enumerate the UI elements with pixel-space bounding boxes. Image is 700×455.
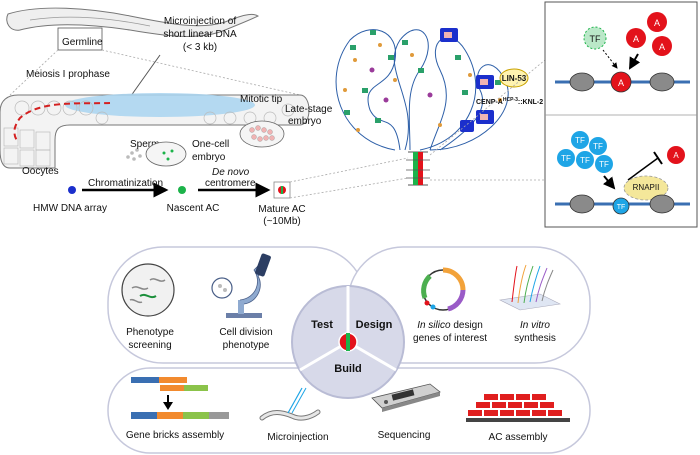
inset-panel-bottom: TF TF TF TF TF A RNAPII TF	[555, 131, 690, 215]
worm-illustration: Germline	[6, 7, 259, 51]
test-label: Test	[311, 319, 333, 331]
microinjection-icon	[259, 387, 321, 421]
oocytes-label: Oocytes	[22, 166, 59, 177]
tf-label-green: TF	[590, 34, 601, 44]
chromatin-loops	[335, 29, 509, 151]
tf-label-1: TF	[575, 136, 585, 145]
synthesis-label: synthesis	[514, 333, 556, 344]
injection-needle	[127, 54, 161, 101]
injected-dna-cloud	[65, 93, 255, 117]
tf-label-2: TF	[593, 142, 603, 151]
late-stage-embryo	[239, 120, 285, 148]
a-label-2: A	[633, 34, 639, 44]
one-cell-label-1: One-cell	[192, 139, 229, 150]
one-cell-embryo	[145, 141, 187, 167]
design-label: Design	[356, 319, 393, 331]
phenotype-plate-icon	[121, 263, 175, 317]
tf-label-5: TF	[599, 160, 609, 169]
microinjection-label-1: Microinjection of	[164, 16, 236, 27]
meiosis-label: Meiosis I prophase	[26, 69, 110, 80]
one-cell-label-2: embryo	[192, 152, 226, 163]
chromosome-spindle	[406, 151, 430, 186]
oligo-synthesis-icon	[499, 264, 561, 311]
gonad-illustration: Mitotic tip	[0, 93, 310, 169]
genes-of-interest-label: genes of interest	[413, 333, 487, 344]
tf-label-3: TF	[561, 154, 571, 163]
gene-bricks-label: Gene bricks assembly	[126, 430, 224, 441]
mitotic-tip-label: Mitotic tip	[240, 94, 283, 105]
phenotype-label-2: screening	[128, 340, 171, 351]
in-silico-label: In silico design	[417, 320, 483, 331]
late-stage-label-1: Late-stage	[285, 104, 333, 115]
a-label-3: A	[659, 42, 665, 52]
mechanism-inset	[544, 1, 698, 228]
in-vitro-label: In vitro	[520, 320, 550, 331]
lin53-label: LIN-53	[502, 74, 527, 83]
germline-zoom-box	[57, 27, 103, 51]
a-label-1: A	[654, 18, 660, 28]
cenp-a-highlights	[440, 28, 494, 132]
mature-ac-label-1: Mature AC	[258, 204, 305, 215]
nucleosome-beads	[343, 30, 502, 132]
cell-division-label-1: Cell division	[219, 327, 272, 338]
microinjection-label-3: (< 3 kb)	[183, 42, 217, 53]
sperm-cluster	[126, 148, 142, 161]
late-stage-label-2: embryo	[288, 116, 322, 127]
ac-assembly-icon	[466, 394, 570, 422]
sequencing-label: Sequencing	[378, 430, 431, 441]
hmw-dna-label: HMW DNA array	[33, 203, 107, 214]
cell-division-label-2: phenotype	[223, 340, 270, 351]
inset-panel-top: TF A A A A	[555, 12, 690, 93]
ac-assembly-label: AC assembly	[489, 432, 548, 443]
sequencer-icon	[371, 383, 441, 412]
chromatinization-label: Chromatinization	[88, 178, 163, 189]
a-label-bottom: A	[673, 151, 679, 160]
de-novo-label: De novo	[212, 167, 250, 178]
germline-label: Germline	[62, 37, 103, 48]
microinjection-label-2: short linear DNA	[163, 29, 237, 40]
hmw-dna-dot	[68, 186, 76, 194]
dbt-cycle: Test Design Build	[107, 246, 591, 454]
microscope-icon	[211, 253, 271, 318]
gene-bricks-icon	[131, 377, 229, 419]
phenotype-label-1: Phenotype	[126, 327, 174, 338]
tf-label-dna: TF	[617, 204, 626, 211]
centromere-label: centromere	[205, 178, 256, 189]
a-label-dna: A	[618, 78, 624, 88]
build-label: Build	[334, 363, 362, 375]
lin53-bubble	[499, 68, 529, 88]
rnapii-label: RNAPII	[633, 183, 660, 192]
nascent-ac-label: Nascent AC	[167, 203, 220, 214]
cenp-a-label: CENP-AHCP-3::KNL-2	[476, 97, 543, 106]
tf-label-4: TF	[580, 156, 590, 165]
nascent-ac-dot	[178, 186, 186, 194]
mature-ac-label-2: (~10Mb)	[263, 216, 301, 227]
plasmid-icon	[421, 267, 466, 312]
microinjection-label: Microinjection	[267, 432, 328, 443]
sperm-label: Sperm	[130, 139, 159, 150]
